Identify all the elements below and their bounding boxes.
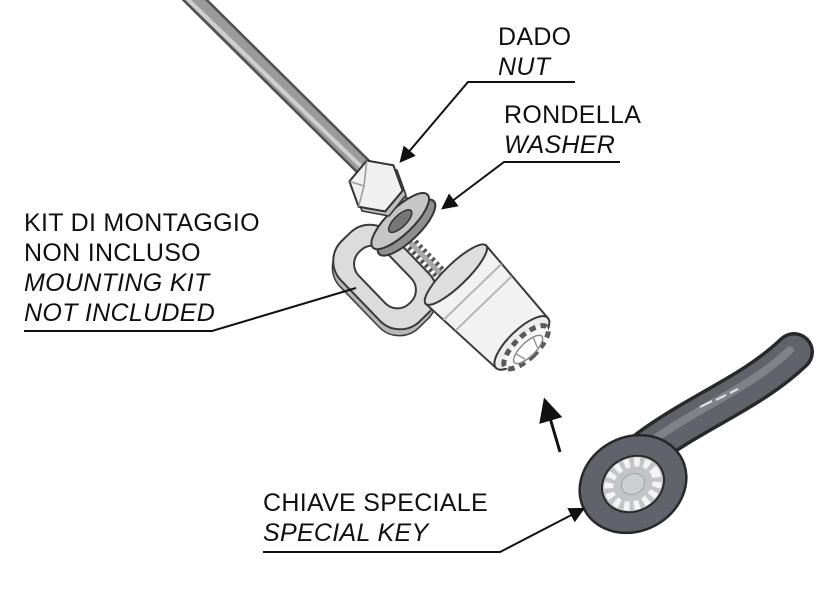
leader-mounting-kit — [24, 287, 357, 332]
assembly-direction-arrow — [539, 397, 563, 453]
label-mounting-kit: KIT DI MONTAGGIO NON INCLUSO MOUNTING KI… — [24, 208, 260, 328]
leader-washer — [441, 161, 620, 210]
leader-lines — [24, 81, 620, 553]
label-washer: RONDELLA WASHER — [504, 100, 641, 160]
label-nut-italian: DADO — [498, 23, 572, 51]
label-special-key-italian: CHIAVE SPECIALE — [263, 489, 488, 517]
label-washer-italian: RONDELLA — [504, 101, 642, 129]
leader-nut — [399, 81, 575, 163]
label-special-key-english: SPECIAL KEY — [263, 519, 429, 547]
lock-knob — [423, 243, 551, 372]
label-mounting-kit-italian-line2: NON INCLUSO — [24, 239, 201, 267]
label-special-key: CHIAVE SPECIALE SPECIAL KEY — [263, 488, 488, 548]
label-nut: DADO NUT — [498, 22, 571, 82]
wrench-ring — [578, 433, 688, 535]
label-nut-english: NUT — [498, 53, 551, 81]
special-key-wrench — [578, 332, 814, 535]
label-mounting-kit-english-line2: NOT INCLUDED — [24, 299, 216, 327]
label-mounting-kit-english-line1: MOUNTING KIT — [24, 269, 210, 297]
wrench-engraving — [699, 388, 739, 408]
label-mounting-kit-italian-line1: KIT DI MONTAGGIO — [24, 209, 260, 237]
leader-special-key — [263, 507, 586, 553]
washer — [370, 192, 437, 257]
mounting-bracket — [331, 223, 438, 337]
label-washer-english: WASHER — [504, 131, 616, 159]
nut — [348, 159, 407, 217]
